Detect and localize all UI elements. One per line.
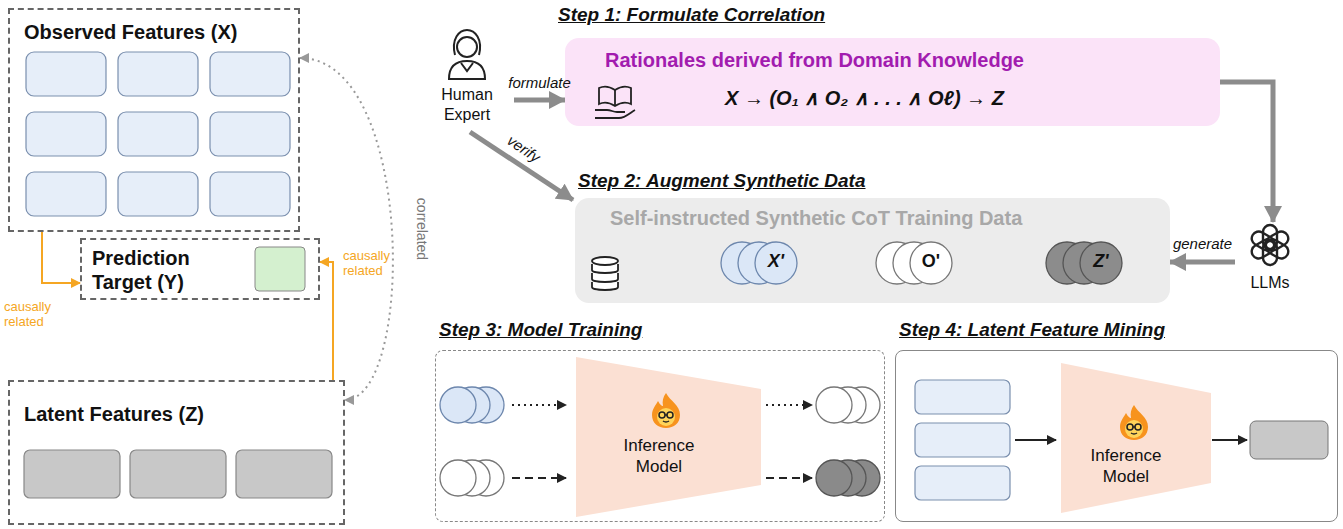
step-heading: Step 4: Latent Feature Mining <box>899 319 1165 341</box>
feature-group: Observed Features (X) <box>8 8 300 232</box>
observed-feature-cells <box>26 52 290 216</box>
fire-face-icon <box>1116 403 1152 441</box>
data-circle <box>910 242 952 284</box>
cluster-label: X' <box>760 251 792 272</box>
actor-name: Human Expert <box>426 85 508 125</box>
model-name: Inference Model <box>609 435 709 477</box>
target-box: Prediction Target (Y) <box>80 238 320 300</box>
model-trapezoid: Inference Model <box>576 357 761 517</box>
target-cell <box>255 247 305 291</box>
data-cluster: Z' <box>1045 238 1125 288</box>
data-circle <box>1080 242 1122 284</box>
formula: X → (O₁ ∧ O₂ ∧ . . . ∧ Oℓ) → Z <box>725 86 1004 110</box>
circle-cluster <box>875 238 955 288</box>
llm-logo <box>1247 222 1293 268</box>
edge-label: formulate <box>500 74 580 91</box>
edge-label: causally related <box>343 248 405 278</box>
cluster-label: O' <box>915 251 947 272</box>
fire-face-icon <box>648 391 684 429</box>
data-circle <box>755 242 797 284</box>
trapezoid-shape <box>1061 363 1211 513</box>
data-cluster: O' <box>875 238 955 288</box>
box-title: Rationales derived from Domain Knowledge <box>605 48 1024 72</box>
step-panel: Step 4: Latent Feature Mining Inference … <box>895 350 1338 522</box>
connector-arrow <box>42 232 80 283</box>
connector-arrow <box>514 98 565 103</box>
cluster-label: Z' <box>1085 251 1117 272</box>
llm-node: LLMs <box>1235 222 1311 302</box>
edge-label: generate <box>1165 235 1241 252</box>
box-title: Self-instructed Synthetic CoT Training D… <box>610 206 1022 230</box>
group-title: Prediction Target (Y) <box>92 246 242 294</box>
circle-cluster <box>1045 238 1125 288</box>
connector-arrow <box>300 58 393 400</box>
step-heading: Step 2: Augment Synthetic Data <box>578 170 866 192</box>
group-title: Observed Features (X) <box>24 20 237 44</box>
edge-label: verify <box>501 129 547 168</box>
connector-arrow <box>320 262 333 380</box>
group-title: Latent Features (Z) <box>24 402 204 426</box>
connector-arrow <box>1170 260 1235 265</box>
edge-label: causally related <box>4 299 66 329</box>
latent-feature-cells <box>24 450 332 498</box>
person-icon <box>439 25 495 81</box>
data-cluster: X' <box>720 238 800 288</box>
feature-group: Latent Features (Z) <box>8 380 345 525</box>
circle-cluster <box>720 238 800 288</box>
model-trapezoid: Inference Model <box>1061 363 1211 513</box>
llm-name: LLMs <box>1235 274 1305 292</box>
step-heading: Step 3: Model Training <box>439 319 642 341</box>
actor-node: Human Expert <box>426 25 514 130</box>
model-name: Inference Model <box>1076 445 1176 487</box>
step-panel: Step 3: Model Training Inference Model <box>435 350 885 522</box>
book-hand-icon <box>593 84 637 120</box>
edge-label: correlated <box>414 189 430 269</box>
synthetic-data-box: Step 2: Augment Synthetic DataSelf-instr… <box>575 198 1170 303</box>
step-heading: Step 1: Formulate Correlation <box>558 4 825 26</box>
rationale-box: Step 1: Formulate CorrelationRationales … <box>565 38 1220 126</box>
connector-arrow <box>1220 82 1273 222</box>
trapezoid-shape <box>576 357 761 517</box>
database-icon <box>589 254 621 292</box>
